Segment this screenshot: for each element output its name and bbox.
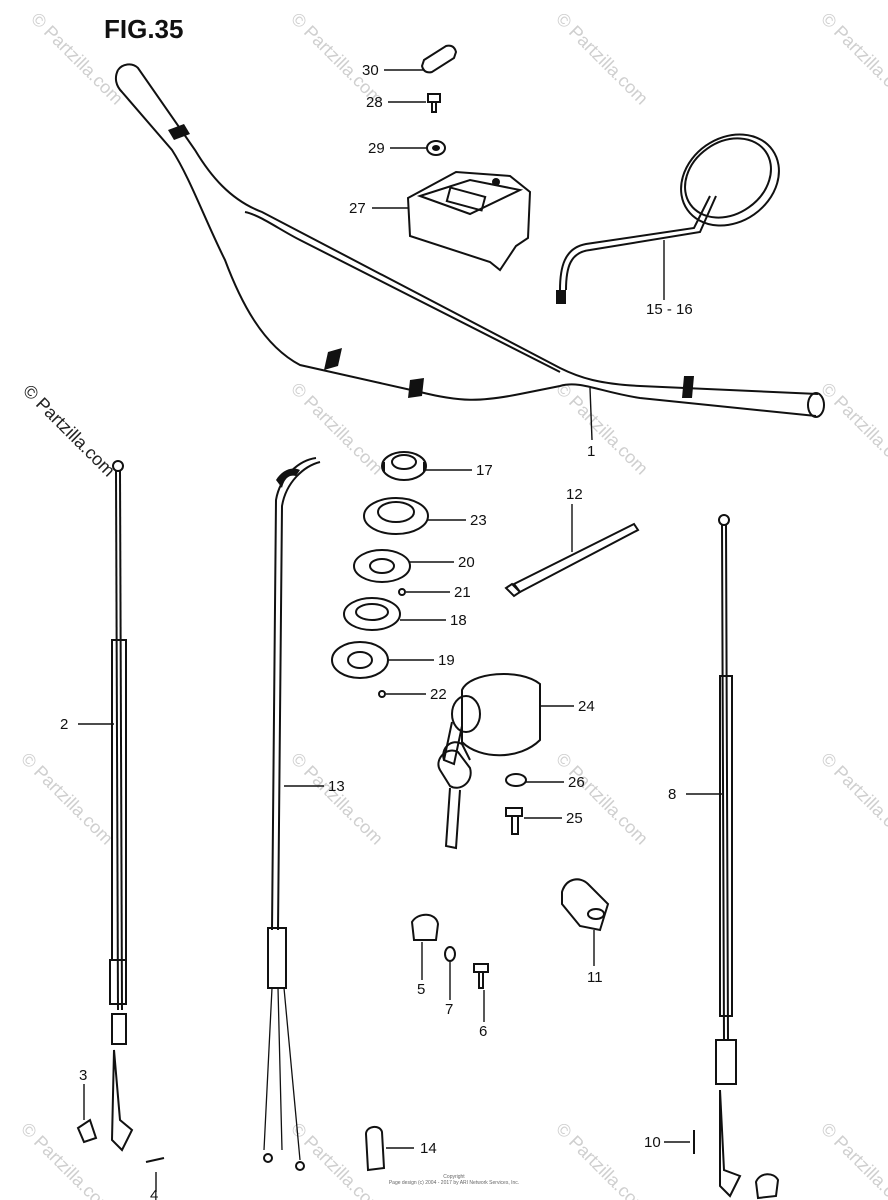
sleeve-14: 14 (364, 1126, 437, 1172)
copyright-footer: Copyright Page design (c) 2004 - 2017 by… (384, 1174, 524, 1186)
watermark-dark: © Partzilla.com (19, 381, 119, 481)
watermark: © Partzilla.com (17, 749, 117, 849)
callout-11: 11 (587, 969, 603, 986)
pin-10: 10 (644, 1130, 780, 1200)
callout-24: 24 (578, 698, 595, 715)
callout-19: 19 (438, 652, 455, 669)
rings-stack: 17 23 20 21 18 19 22 (331, 451, 493, 703)
callout-21: 21 (454, 584, 471, 601)
watermark: © Partzilla.com (552, 9, 652, 109)
pin-4: 4 (145, 1157, 165, 1200)
callout-28: 28 (366, 94, 383, 111)
callout-6: 6 (479, 1023, 487, 1040)
callout-17: 17 (476, 462, 493, 479)
watermark: © Partzilla.com (552, 1119, 652, 1200)
cable-8: 8 (668, 514, 742, 1198)
watermark: © Partzilla.com (817, 1119, 888, 1200)
watermark: © Partzilla.com (817, 379, 888, 479)
cable-2: 2 (60, 460, 134, 1152)
fitting-3: 3 (76, 1067, 98, 1144)
callout-2: 2 (60, 716, 68, 733)
cable-13: 13 (263, 457, 345, 1171)
callout-23: 23 (470, 512, 487, 529)
watermark: © Partzilla.com (287, 1119, 387, 1200)
watermark: © Partzilla.com (17, 1119, 117, 1200)
clamp-group-5-7-6: 5 7 6 (410, 913, 489, 1040)
copyright-line-1: Copyright (443, 1174, 465, 1180)
callout-5: 5 (417, 981, 425, 998)
watermark: © Partzilla.com (287, 749, 387, 849)
mirror: 15 - 16 (556, 133, 780, 318)
figure-title: FIG.35 (104, 14, 184, 44)
callout-25: 25 (566, 810, 583, 827)
strap: 12 (504, 486, 640, 598)
callout-1: 1 (587, 443, 595, 460)
callout-3: 3 (79, 1067, 87, 1084)
clip-11: 11 (561, 878, 610, 986)
ignition-switch: 24 (437, 673, 595, 850)
handlebar: 1 (114, 63, 825, 460)
fasteners-26-25: 26 25 (505, 773, 585, 835)
callout-15-16: 15 - 16 (646, 301, 693, 318)
callout-8: 8 (668, 786, 676, 803)
callout-13: 13 (328, 778, 345, 795)
callout-20: 20 (458, 554, 475, 571)
callout-10: 10 (644, 1134, 661, 1151)
watermark: © Partzilla.com (552, 749, 652, 849)
callout-12: 12 (566, 486, 583, 503)
callout-7: 7 (445, 1001, 453, 1018)
callout-29: 29 (368, 140, 385, 157)
copyright-line-2: Page design (c) 2004 - 2017 by ARI Netwo… (388, 1180, 520, 1186)
switch-housing-group: 30 28 29 27 (349, 44, 532, 272)
watermark: © Partzilla.com (552, 379, 652, 479)
callout-4: 4 (150, 1187, 158, 1200)
watermark: © Partzilla.com (817, 749, 888, 849)
callout-18: 18 (450, 612, 467, 629)
callout-30: 30 (362, 62, 379, 79)
watermark: © Partzilla.com (817, 9, 888, 109)
callout-22: 22 (430, 686, 447, 703)
callout-27: 27 (349, 200, 366, 217)
callout-14: 14 (420, 1140, 437, 1157)
callout-26: 26 (568, 774, 585, 791)
